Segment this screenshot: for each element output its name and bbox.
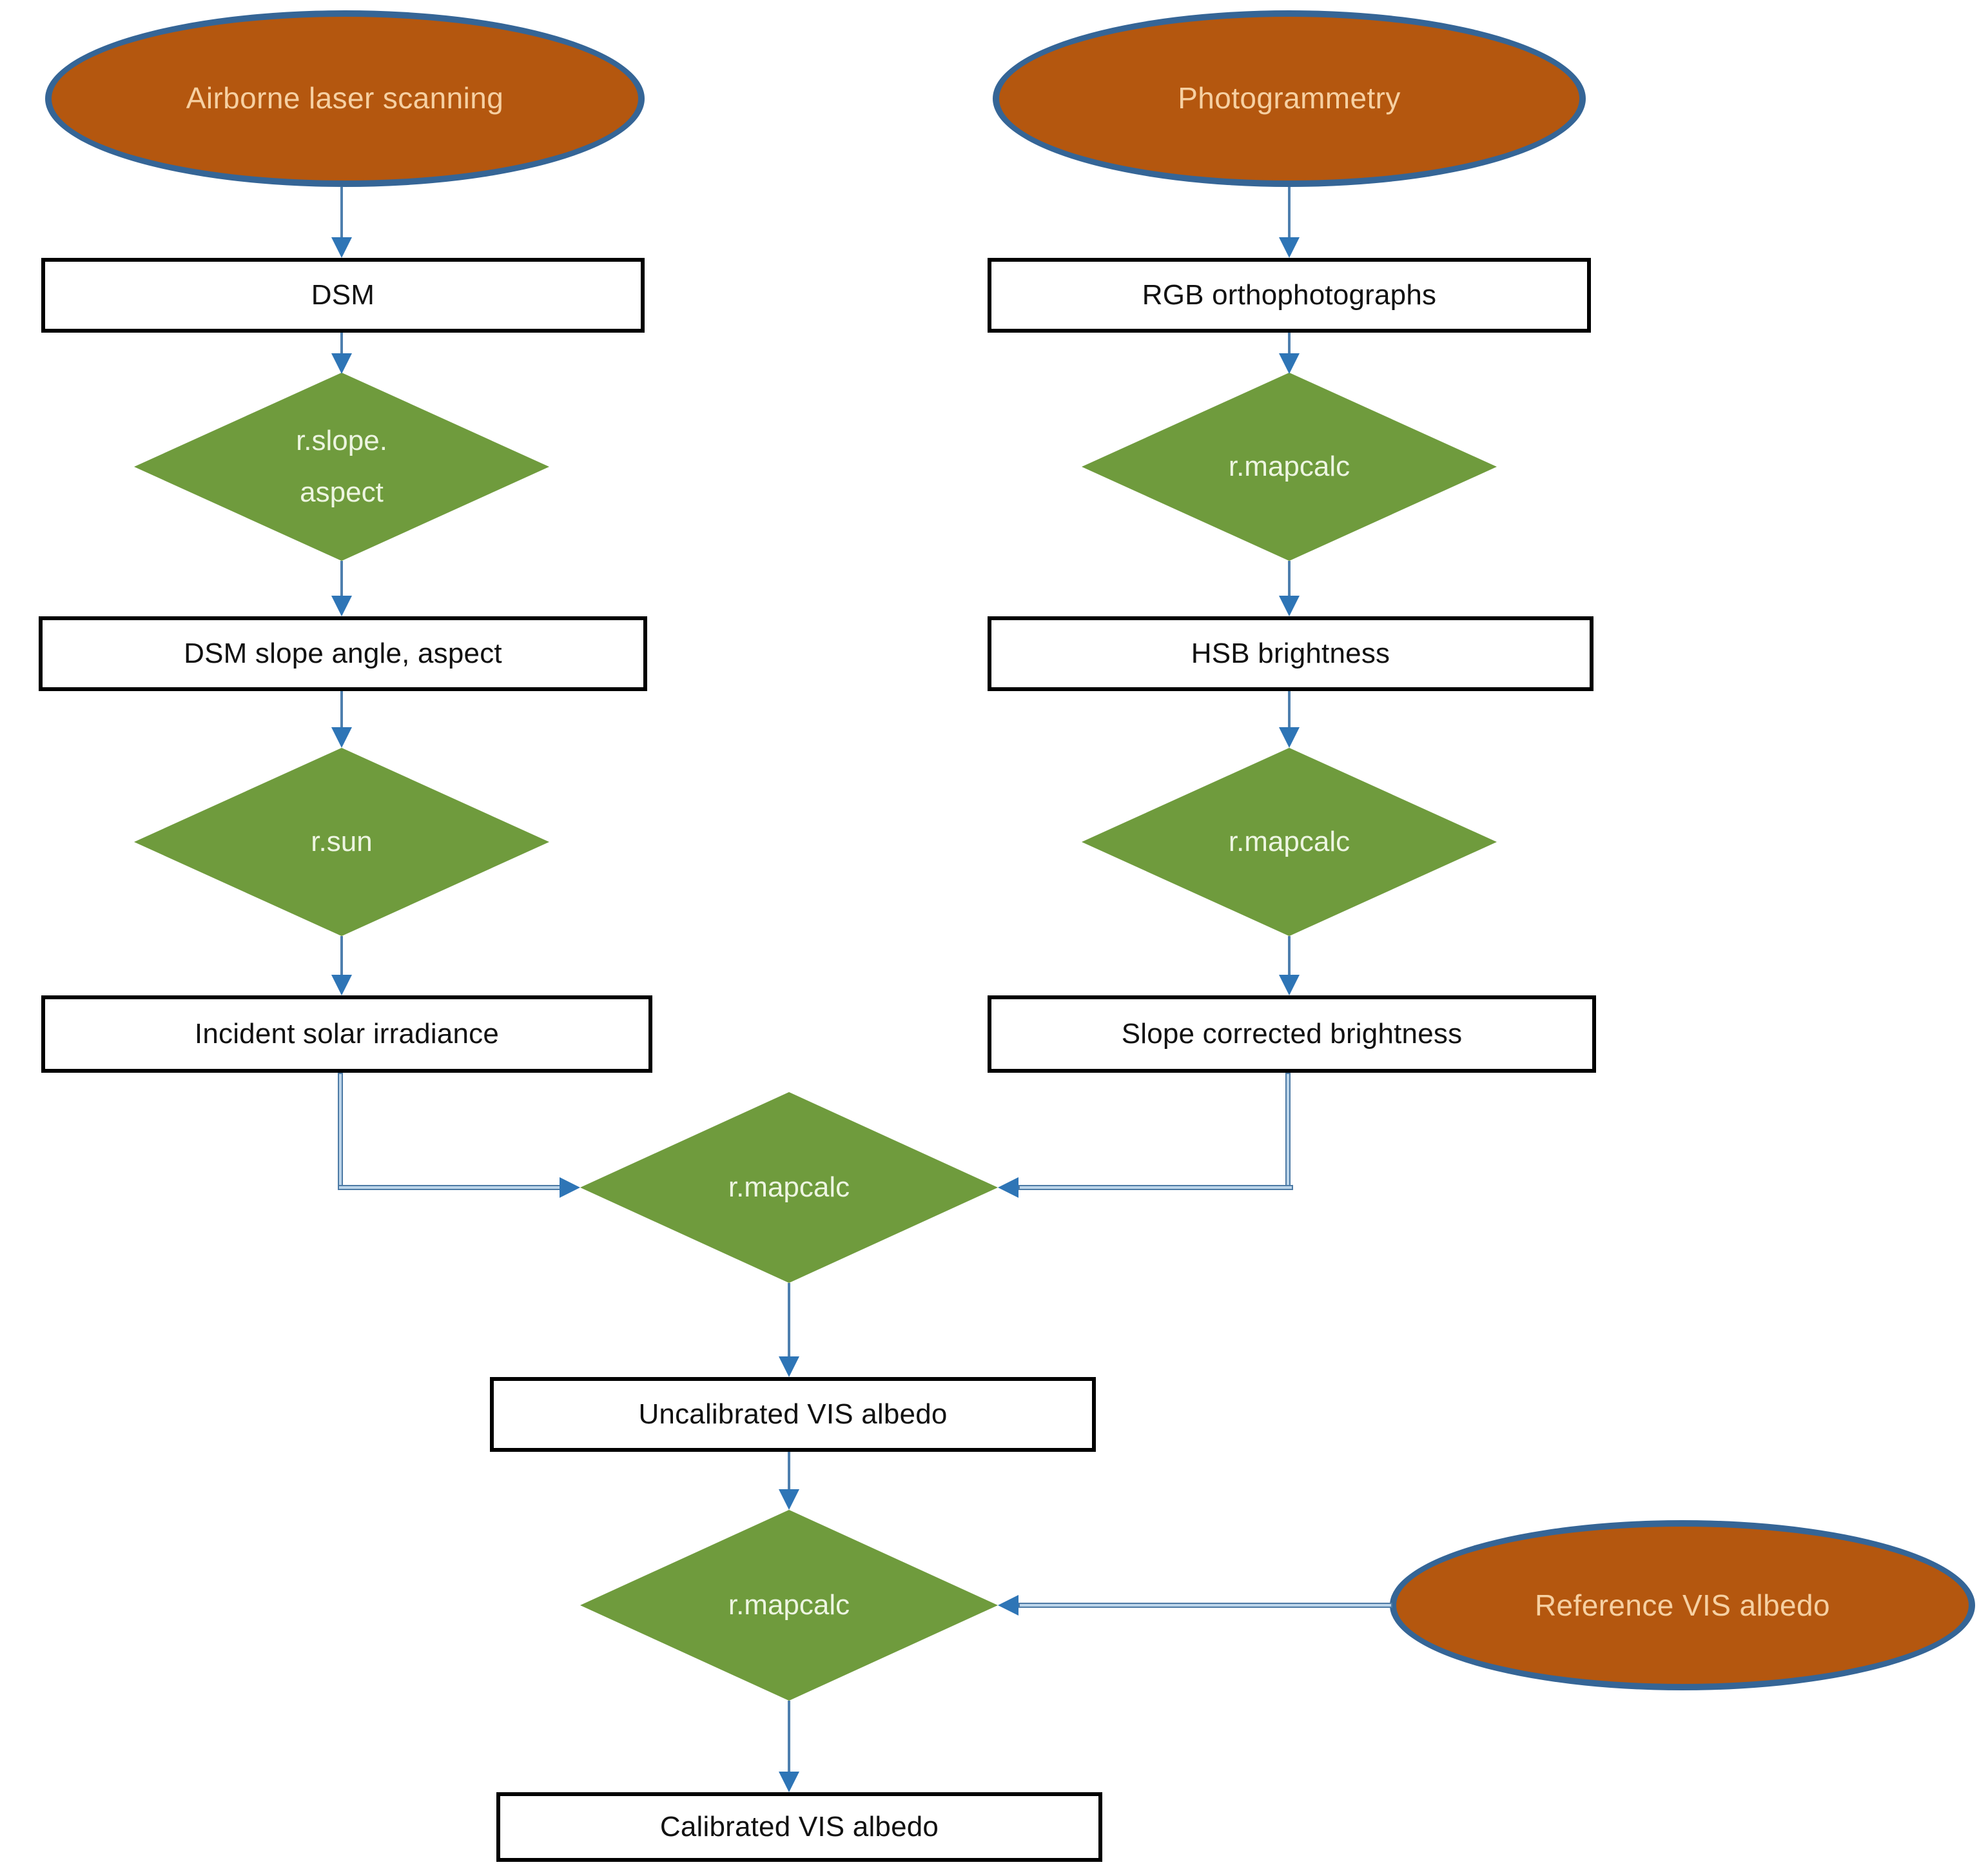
process-hsb-brightness-label: HSB brightness <box>1191 637 1390 669</box>
terminator-reference-vis-albedo-label: Reference VIS albedo <box>1534 1588 1831 1621</box>
edge-rslope-dsmslope-line <box>340 561 343 596</box>
process-dsm: DSM <box>41 258 645 333</box>
edge-incident-mapcalc3-hline <box>338 1185 562 1190</box>
process-dsm-slope-angle-aspect-label: DSM slope angle, aspect <box>184 637 502 669</box>
edge-als-dsm-line <box>340 187 343 237</box>
edge-mapcalc1-hsb-arrowhead-icon <box>1279 596 1300 616</box>
edge-photo-rgb-line <box>1288 187 1291 237</box>
terminator-airborne-laser-scanning: Airborne laser scanning <box>45 10 645 187</box>
operation-r-mapcalc-3-label: r.mapcalc <box>728 1171 850 1203</box>
edge-mapcalc3-uncal-line <box>788 1283 790 1356</box>
operation-r-slope-aspect-line1: r.slope. <box>296 424 387 456</box>
operation-r-slope-aspect-line2: aspect <box>300 476 384 508</box>
process-calibrated-vis-albedo-label: Calibrated VIS albedo <box>659 1810 939 1843</box>
edge-hsb-mapcalc2-arrowhead-icon <box>1279 727 1300 748</box>
edge-uncal-mapcalc4-line <box>788 1452 790 1489</box>
edge-mapcalc3-uncal-arrowhead-icon <box>779 1356 799 1377</box>
operation-r-mapcalc-4: r.mapcalc <box>580 1510 998 1701</box>
edge-mapcalc1-hsb-line <box>1288 561 1291 596</box>
edge-rgb-mapcalc1-line <box>1288 333 1291 353</box>
process-rgb-orthophotographs: RGB orthophotographs <box>988 258 1591 333</box>
terminator-airborne-laser-scanning-label: Airborne laser scanning <box>186 81 504 115</box>
operation-r-mapcalc-1: r.mapcalc <box>1082 373 1497 561</box>
edge-dsmslope-rsun-line <box>340 691 343 727</box>
process-dsm-label: DSM <box>311 279 375 311</box>
operation-r-sun: r.sun <box>134 748 549 936</box>
terminator-reference-vis-albedo: Reference VIS albedo <box>1390 1520 1975 1690</box>
operation-r-sun-label: r.sun <box>311 825 373 857</box>
operation-r-mapcalc-1-label: r.mapcalc <box>1228 450 1350 482</box>
edge-mapcalc2-slopecorr-arrowhead-icon <box>1279 975 1300 995</box>
edge-rsun-incident-line <box>340 936 343 975</box>
operation-r-slope-aspect: r.slope. aspect <box>134 373 549 561</box>
edge-incident-mapcalc3-arrowhead-icon <box>560 1177 580 1198</box>
edge-als-dsm-arrowhead-icon <box>331 237 352 258</box>
process-incident-solar-irradiance: Incident solar irradiance <box>41 995 652 1073</box>
operation-r-mapcalc-3: r.mapcalc <box>580 1092 998 1283</box>
edge-rsun-incident-arrowhead-icon <box>331 975 352 995</box>
operation-r-mapcalc-2: r.mapcalc <box>1082 748 1497 936</box>
process-calibrated-vis-albedo: Calibrated VIS albedo <box>496 1792 1102 1862</box>
terminator-photogrammetry-label: Photogrammetry <box>1178 81 1401 115</box>
process-uncalibrated-vis-albedo: Uncalibrated VIS albedo <box>490 1377 1096 1452</box>
process-hsb-brightness: HSB brightness <box>988 616 1593 691</box>
edge-hsb-mapcalc2-line <box>1288 691 1291 727</box>
edge-slopecorr-mapcalc3-vline <box>1285 1073 1291 1190</box>
edge-slopecorr-mapcalc3-hline <box>1018 1185 1293 1190</box>
process-rgb-orthophotographs-label: RGB orthophotographs <box>1142 279 1437 311</box>
edge-photo-rgb-arrowhead-icon <box>1279 237 1300 258</box>
operation-r-mapcalc-4-label: r.mapcalc <box>728 1588 850 1621</box>
edge-reference-mapcalc4-hline <box>1018 1603 1392 1608</box>
process-slope-corrected-brightness: Slope corrected brightness <box>988 995 1596 1073</box>
process-incident-solar-irradiance-label: Incident solar irradiance <box>194 1017 500 1050</box>
operation-r-mapcalc-2-label: r.mapcalc <box>1228 825 1350 857</box>
edge-rslope-dsmslope-arrowhead-icon <box>331 596 352 616</box>
edge-mapcalc4-cal-line <box>788 1701 790 1772</box>
edge-mapcalc4-cal-arrowhead-icon <box>779 1772 799 1792</box>
process-uncalibrated-vis-albedo-label: Uncalibrated VIS albedo <box>638 1398 948 1430</box>
edge-uncal-mapcalc4-arrowhead-icon <box>779 1489 799 1510</box>
terminator-photogrammetry: Photogrammetry <box>993 10 1586 187</box>
process-slope-corrected-brightness-label: Slope corrected brightness <box>1121 1017 1463 1050</box>
edge-incident-mapcalc3-vline <box>338 1073 343 1190</box>
edge-rgb-mapcalc1-arrowhead-icon <box>1279 353 1300 374</box>
process-dsm-slope-angle-aspect: DSM slope angle, aspect <box>39 616 647 691</box>
edge-reference-mapcalc4-arrowhead-icon <box>998 1595 1018 1616</box>
edge-dsm-rslope-line <box>340 333 343 353</box>
edge-dsmslope-rsun-arrowhead-icon <box>331 727 352 748</box>
edge-slopecorr-mapcalc3-arrowhead-icon <box>998 1177 1018 1198</box>
edge-dsm-rslope-arrowhead-icon <box>331 353 352 374</box>
edge-mapcalc2-slopecorr-line <box>1288 936 1291 975</box>
